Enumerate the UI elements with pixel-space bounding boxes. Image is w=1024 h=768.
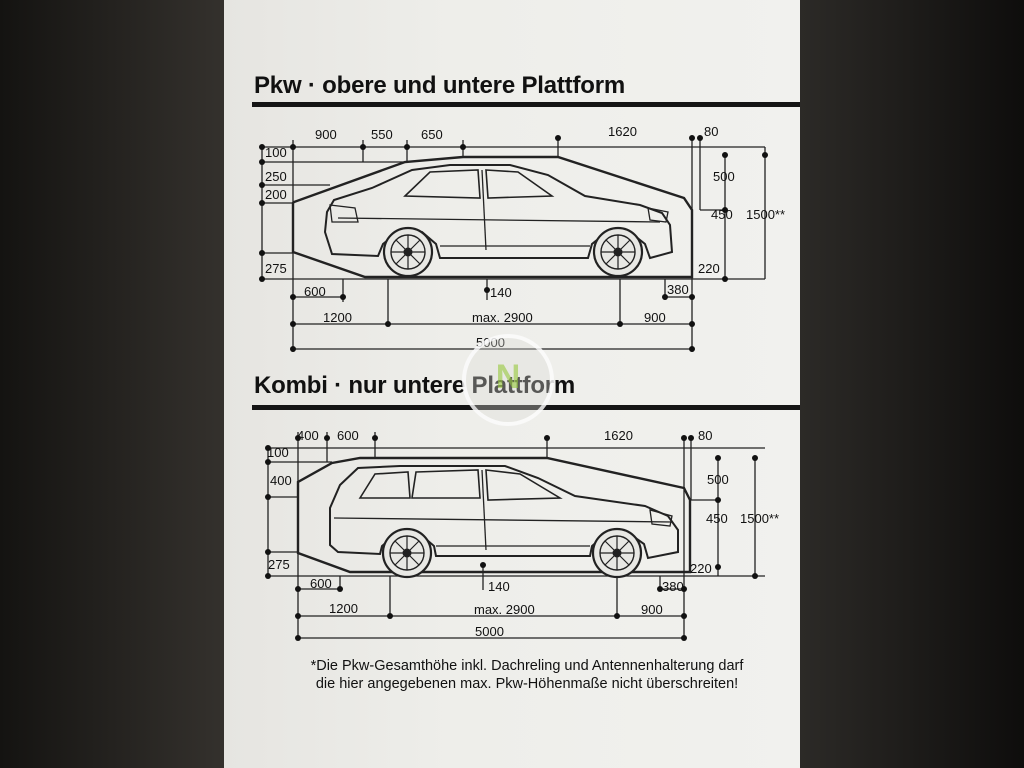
dim-bottom-2900: max. 2900 bbox=[472, 310, 533, 325]
dim2-left-400: 400 bbox=[270, 473, 292, 488]
dim-top-1620: 1620 bbox=[608, 124, 637, 139]
dim-bottom-380: 380 bbox=[667, 282, 689, 297]
dim2-right-450: 450 bbox=[706, 511, 728, 526]
dim2-left-100: 100 bbox=[267, 445, 289, 460]
dim2-top-80: 80 bbox=[698, 428, 712, 443]
dark-wall-left bbox=[0, 0, 224, 768]
sedan-front-wheel bbox=[592, 226, 644, 278]
sedan-rear-wheel bbox=[382, 226, 434, 278]
dim2-left-275: 275 bbox=[268, 557, 290, 572]
dim2-top-1620: 1620 bbox=[604, 428, 633, 443]
estate-front-wheel bbox=[591, 527, 643, 579]
dim-bottom-1200: 1200 bbox=[323, 310, 352, 325]
dim-right-220: 220 bbox=[698, 261, 720, 276]
sedan-diagram bbox=[259, 135, 768, 352]
dim-bottom-900: 900 bbox=[644, 310, 666, 325]
estate-dimension-dots bbox=[265, 435, 758, 641]
dim-top-80: 80 bbox=[704, 124, 718, 139]
dim-bottom-600: 600 bbox=[304, 284, 326, 299]
dim-right-500: 500 bbox=[713, 169, 735, 184]
dim2-bottom-2900: max. 2900 bbox=[474, 602, 535, 617]
dim-left-250: 250 bbox=[265, 169, 287, 184]
dim2-right-1500: 1500** bbox=[740, 511, 779, 526]
dim2-bottom-140: 140 bbox=[488, 579, 510, 594]
dark-wall-right bbox=[800, 0, 1024, 768]
dim-right-450: 450 bbox=[711, 207, 733, 222]
estate-rear-wheel bbox=[381, 527, 433, 579]
footnote-line-2: die hier angegebenen max. Pkw-Höhenmaße … bbox=[315, 676, 739, 692]
dim-left-100: 100 bbox=[265, 145, 287, 160]
dim-top-900: 900 bbox=[315, 127, 337, 142]
estate-clearance-envelope bbox=[296, 456, 692, 574]
dim-top-550: 550 bbox=[371, 127, 393, 142]
section1-title: Pkw · obere und untere Plattform bbox=[254, 72, 625, 99]
dim2-top-600: 600 bbox=[337, 428, 359, 443]
estate-diagram bbox=[265, 432, 765, 641]
dim-left-275: 275 bbox=[265, 261, 287, 276]
dim2-bottom-600: 600 bbox=[310, 576, 332, 591]
watermark-logo: N bbox=[462, 334, 554, 426]
dim2-right-500: 500 bbox=[707, 472, 729, 487]
dim2-bottom-900: 900 bbox=[641, 602, 663, 617]
dim-left-200: 200 bbox=[265, 187, 287, 202]
footnote-line-1: *Die Pkw-Gesamthöhe inkl. Dachreling und… bbox=[310, 658, 744, 674]
dim-top-650: 650 bbox=[421, 127, 443, 142]
sedan-clearance-envelope bbox=[291, 155, 694, 279]
dim2-top-400: 400 bbox=[297, 428, 319, 443]
dim2-bottom-5000: 5000 bbox=[475, 624, 504, 639]
section1-rule bbox=[252, 102, 800, 107]
section2-labels: 400 600 1620 80 100 400 275 500 450 1500… bbox=[267, 428, 779, 639]
sedan-dimension-dots bbox=[259, 135, 768, 352]
dim-bottom-140: 140 bbox=[490, 285, 512, 300]
dim2-bottom-1200: 1200 bbox=[329, 601, 358, 616]
dim2-right-220: 220 bbox=[690, 561, 712, 576]
dim2-bottom-380: 380 bbox=[662, 579, 684, 594]
dim-right-1500: 1500** bbox=[746, 207, 785, 222]
